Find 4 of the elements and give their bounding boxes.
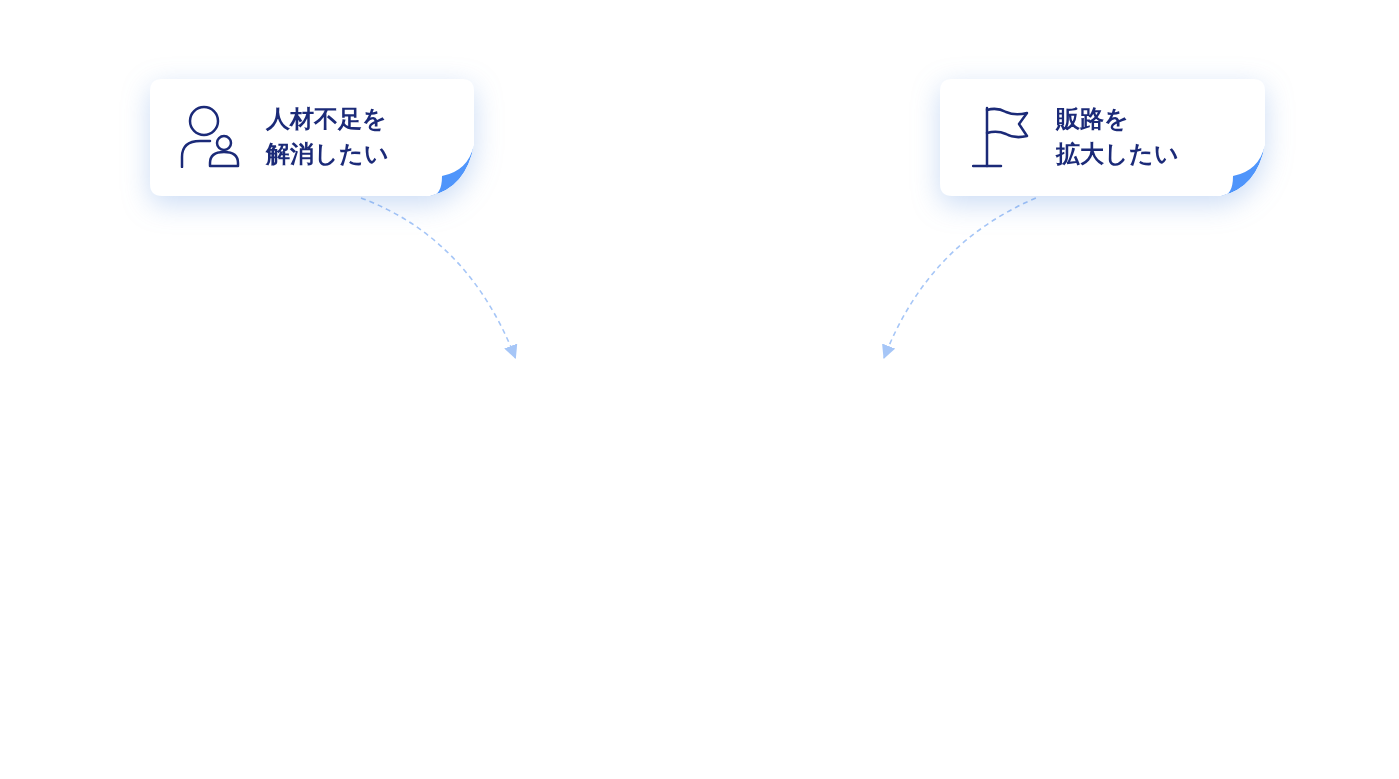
card-text: 人材不足を解消したい [266, 104, 389, 170]
dashed-arrow [359, 197, 517, 360]
card-text: 販路を拡大したい [1056, 104, 1179, 170]
dashed-arrow [882, 197, 1037, 360]
